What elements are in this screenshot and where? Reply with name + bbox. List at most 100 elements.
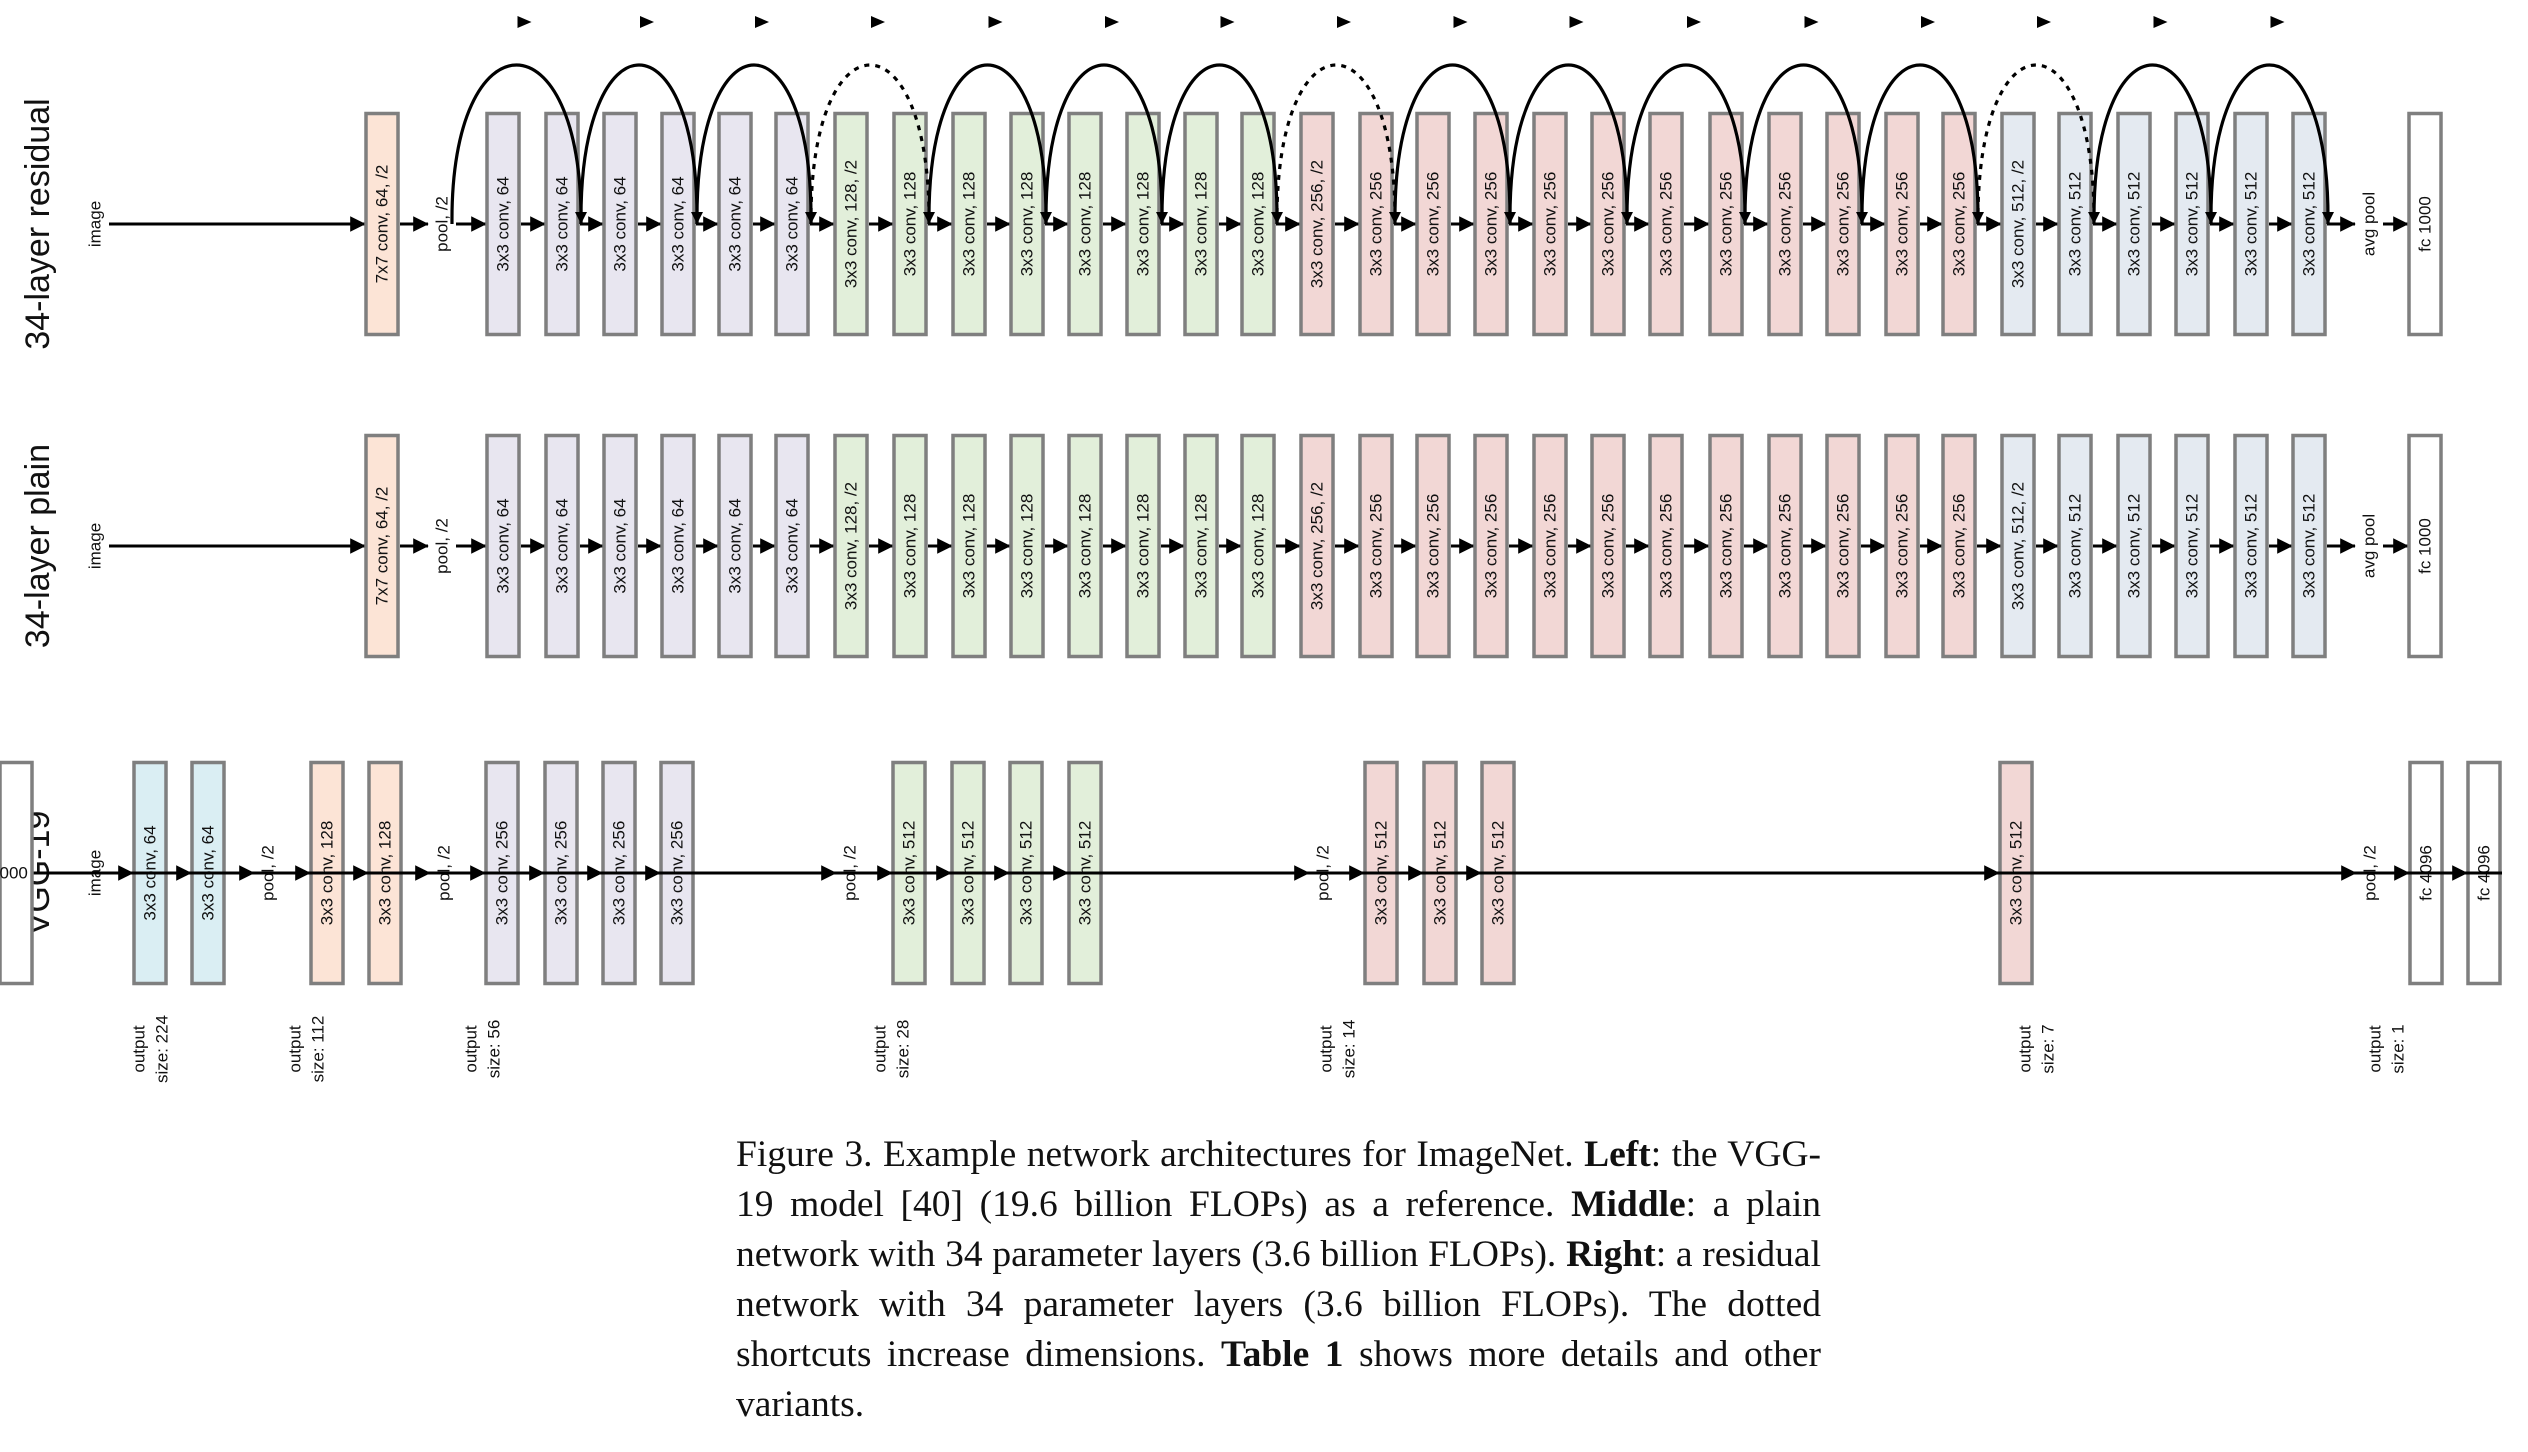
shortcut-merge-head <box>805 212 817 224</box>
layer-box <box>2000 433 2036 659</box>
layer-box <box>364 111 400 337</box>
layer-box <box>660 111 696 337</box>
layer-box <box>1009 433 1045 659</box>
shortcut-solid <box>1860 63 1980 225</box>
shortcut-arrowhead <box>1569 16 1584 28</box>
layer-label: 3x3 conv, 128 <box>1134 172 1153 277</box>
output-size-value: size: 224 <box>153 1015 172 1083</box>
caption-middle-label: Middle <box>1571 1184 1686 1225</box>
layer-box <box>1240 111 1276 337</box>
shortcut-arrowhead <box>1921 16 1935 28</box>
layer-label-text: avg pool <box>2360 514 2379 578</box>
shortcut-solid <box>2092 63 2213 225</box>
shortcut-solid <box>1044 63 1164 225</box>
output-size-label: output <box>286 1025 305 1073</box>
layer-box <box>1299 111 1335 337</box>
layer-label: 3x3 conv, 64 <box>783 176 802 271</box>
layer-label: 3x3 conv, 64 <box>494 498 513 593</box>
layer-box <box>364 433 400 659</box>
shortcut-arrowhead <box>1220 16 1235 28</box>
output-size-value: size: 56 <box>485 1020 504 1079</box>
shortcut-solid <box>1625 63 1747 225</box>
layer-label: 3x3 conv, 128 <box>1018 494 1037 599</box>
layer-label: 3x3 conv, 256 <box>1834 494 1853 599</box>
layer-label: 3x3 conv, 64 <box>553 176 572 271</box>
shortcut-solid <box>1743 63 1864 225</box>
layer-box <box>1884 433 1920 659</box>
layer-box <box>2000 111 2036 337</box>
layer-box <box>2116 433 2152 659</box>
shortcut-arrowhead <box>1687 16 1701 28</box>
input-label: image <box>86 523 105 569</box>
output-size-value: size: 112 <box>309 1016 328 1083</box>
layer-box <box>1240 433 1276 659</box>
layer-label: 3x3 conv, 512 <box>2183 172 2202 277</box>
shortcut-arrowhead <box>1337 16 1351 28</box>
layer-label: 3x3 conv, 512 <box>2066 494 2085 599</box>
layer-box <box>1532 433 1568 659</box>
figure-caption: Figure 3. Example network architectures … <box>736 1130 1821 1430</box>
layer-box <box>1067 433 1103 659</box>
shortcut-arrowhead <box>1804 16 1819 28</box>
shortcut-solid <box>1508 63 1629 225</box>
layer-label: 3x3 conv, 128 <box>1249 494 1268 599</box>
layer-label: 3x3 conv, 128 <box>1134 494 1153 599</box>
layer-label: 3x3 conv, 512, /2 <box>2009 482 2028 610</box>
layer-label: 3x3 conv, 512 <box>2300 494 2319 599</box>
layer-box <box>892 111 928 337</box>
shortcut-arrowhead <box>1105 16 1119 28</box>
layer-box <box>2291 111 2327 337</box>
shortcut-solid <box>927 63 1048 225</box>
input-label: image <box>86 201 105 247</box>
layer-label: 3x3 conv, 512 <box>2242 172 2261 277</box>
shortcut-arrowhead <box>988 16 1003 28</box>
layer-label: fc 1000 <box>0 864 28 883</box>
layer-box <box>717 433 753 659</box>
layer-box <box>1708 111 1744 337</box>
layer-label: 3x3 conv, 256 <box>1424 172 1443 277</box>
layer-box <box>1590 433 1626 659</box>
layer-label: fc 1000 <box>2416 196 2435 252</box>
layer-label: 3x3 conv, 256 <box>1776 172 1795 277</box>
layer-label: 3x3 conv, 128 <box>1076 172 1095 277</box>
layer-label: 3x3 conv, 128, /2 <box>842 482 861 610</box>
layer-box <box>485 433 521 659</box>
layer-box <box>544 433 580 659</box>
layer-label-text: pool, /2 <box>433 196 452 252</box>
layer-box <box>951 433 987 659</box>
layer-label-text: pool, /2 <box>433 518 452 574</box>
layer-label-text: avg pool <box>2360 192 2379 256</box>
layer-box <box>1941 433 1977 659</box>
layer-label: 3x3 conv, 64 <box>726 176 745 271</box>
layer-label: 3x3 conv, 128, /2 <box>842 160 861 288</box>
layer-box <box>1884 111 1920 337</box>
layer-box <box>774 433 810 659</box>
caption-left-text: : the VGG-19 model [40] (19.6 billion FL… <box>736 1134 1822 1225</box>
shortcut-arrowhead <box>1453 16 1468 28</box>
layer-box <box>2174 433 2210 659</box>
layer-box <box>602 111 638 337</box>
layer-box <box>1358 111 1394 337</box>
layer-box <box>1299 433 1335 659</box>
layer-box <box>2291 433 2327 659</box>
layer-box <box>2407 433 2443 659</box>
layer-box <box>1648 111 1684 337</box>
layer-box <box>2174 111 2210 337</box>
shortcut-arrowhead <box>517 16 532 28</box>
layer-label: 3x3 conv, 512 <box>2300 172 2319 277</box>
layer-box <box>2233 111 2269 337</box>
layer-label: 7x7 conv, 64, /2 <box>373 487 392 606</box>
layer-label: 3x3 conv, 256 <box>1657 172 1676 277</box>
shortcut-merge-head <box>2322 212 2334 224</box>
layer-label: 3x3 conv, 256 <box>1717 494 1736 599</box>
output-size-label: output <box>130 1025 149 1073</box>
layer-box <box>1648 433 1684 659</box>
layer-box <box>1125 433 1161 659</box>
layer-label: 3x3 conv, 64 <box>611 176 630 271</box>
shortcut-merge-head <box>1972 212 1984 224</box>
layer-box <box>1941 111 1977 337</box>
